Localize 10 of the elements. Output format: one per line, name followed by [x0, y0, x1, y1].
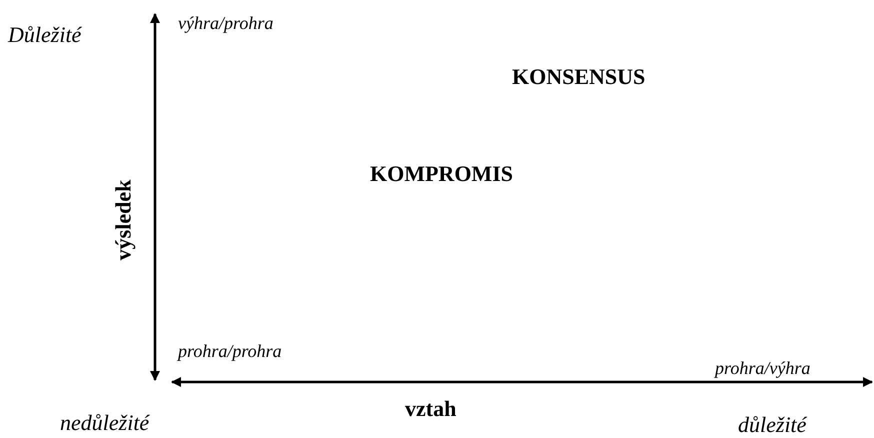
quadrant-label: výhra/prohra — [178, 14, 274, 32]
axis-end-label: Důležité — [8, 24, 82, 46]
axis-end-label: nedůležité — [60, 412, 150, 434]
axis-title: výsledek — [112, 180, 134, 260]
quadrant-label: prohra/prohra — [178, 342, 282, 360]
quadrant-label: prohra/výhra — [715, 359, 810, 377]
region-label: KONSENSUS — [512, 66, 646, 88]
region-label: KOMPROMIS — [370, 163, 513, 185]
axis-end-label: důležité — [738, 414, 806, 436]
axis-title: vztah — [405, 398, 456, 420]
